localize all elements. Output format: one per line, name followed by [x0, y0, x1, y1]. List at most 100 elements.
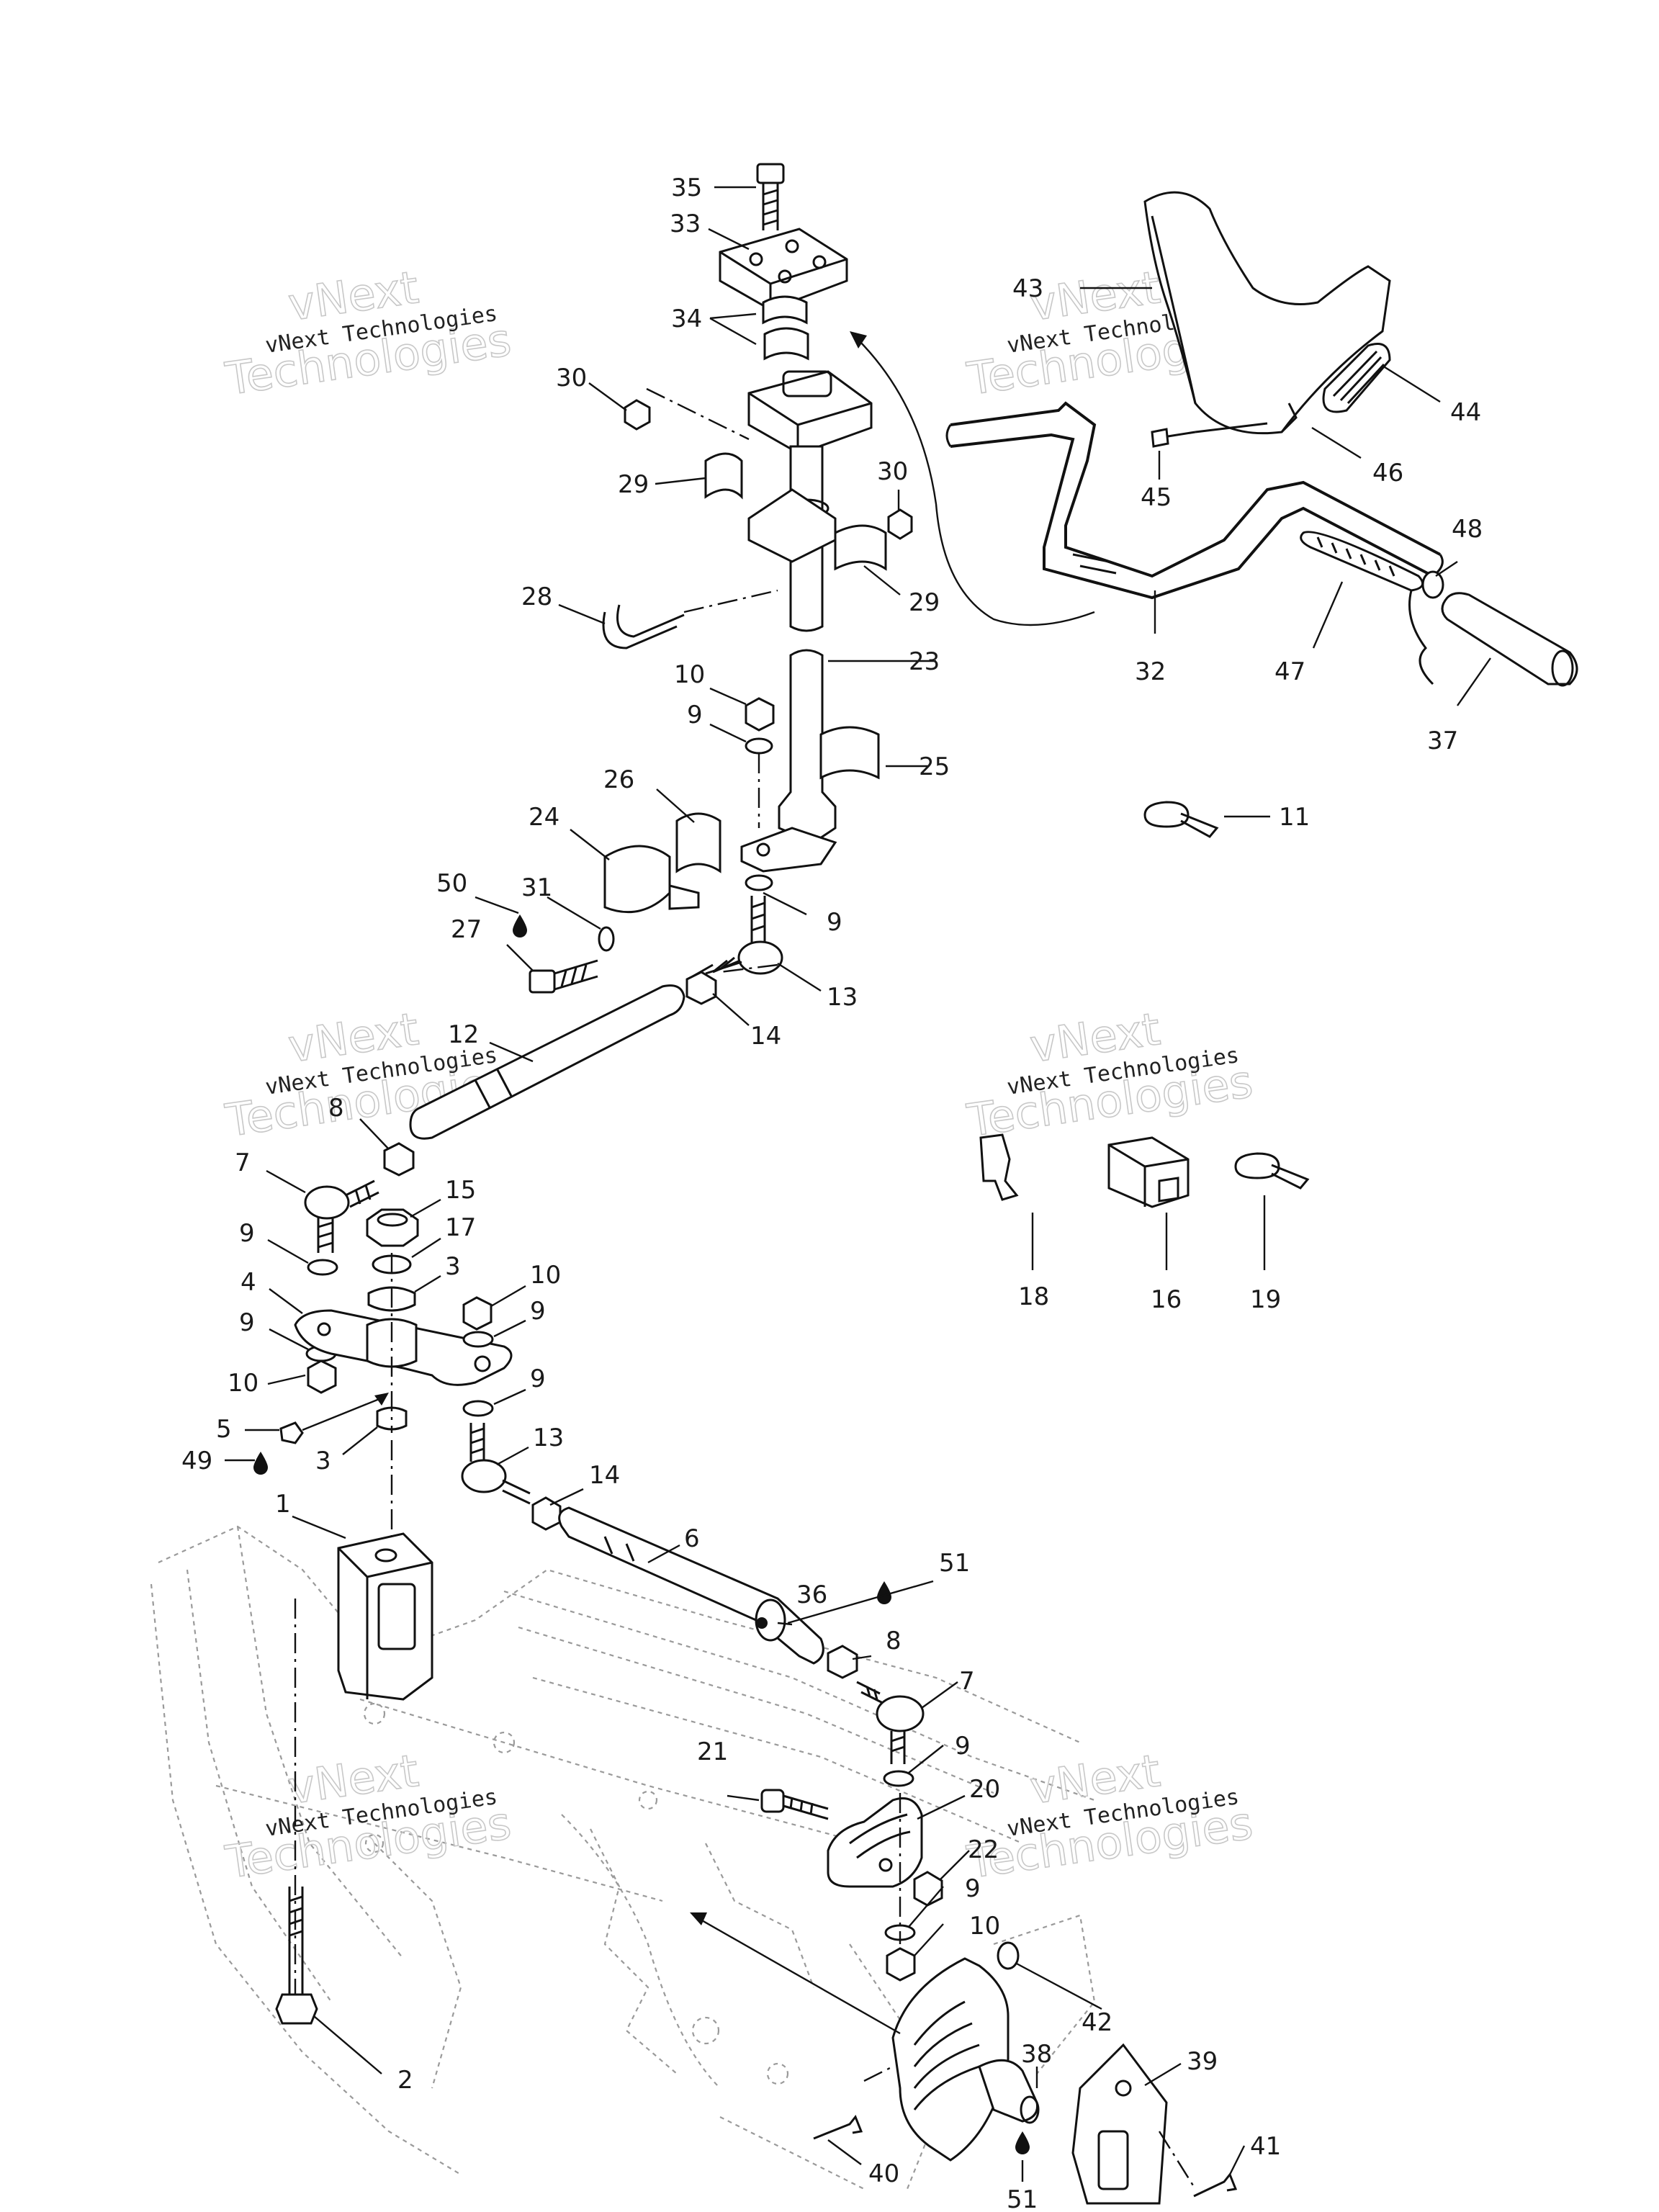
part-label-13: 13 — [533, 1424, 564, 1452]
steering-support-24 — [603, 845, 671, 914]
part-label-23: 23 — [909, 647, 940, 676]
part-label-39: 39 — [1187, 2047, 1218, 2076]
bolt-21-head — [760, 1789, 785, 1813]
part-label-20: 20 — [969, 1775, 1000, 1804]
part-label-50: 50 — [436, 869, 467, 898]
handlebar-32 — [950, 401, 1441, 578]
part-label-46: 46 — [1372, 459, 1403, 487]
connector-kit — [979, 1133, 1310, 1208]
bushing-34-lower — [763, 327, 809, 361]
nut-30-right — [887, 508, 913, 540]
cable-tie-19 — [1234, 1152, 1280, 1179]
part-label-8: 8 — [328, 1094, 344, 1123]
part-label-11: 11 — [1279, 803, 1310, 832]
jam-nut-14 — [685, 971, 717, 1005]
washer-31 — [598, 926, 615, 952]
steering-linkage-lower — [275, 1506, 1238, 2205]
bushing-26 — [675, 812, 721, 873]
part-label-34: 34 — [671, 305, 702, 333]
half-clamp-29-left — [704, 452, 743, 500]
washer-42 — [997, 1941, 1020, 1970]
part-label-24: 24 — [529, 803, 559, 832]
jam-nut-8 — [827, 1645, 858, 1679]
pivot-sleeve — [366, 1318, 418, 1368]
part-label-25: 25 — [919, 752, 950, 781]
part-label-7: 7 — [959, 1667, 975, 1696]
part-label-9: 9 — [530, 1297, 546, 1326]
jam-nut-8 — [383, 1142, 415, 1177]
washer-9 — [745, 874, 773, 891]
screw-45 — [1151, 428, 1169, 448]
tie-rod-6 — [558, 1506, 824, 1665]
part-label-33: 33 — [670, 210, 701, 238]
part-label-40: 40 — [868, 2159, 899, 2188]
lower-clamp — [747, 370, 873, 455]
steering-block-1 — [337, 1532, 433, 1701]
u-bolt-28 — [602, 604, 685, 649]
part-label-9: 9 — [827, 908, 842, 937]
lubricant-drop-50-icon — [513, 914, 527, 938]
boot-housing-38 — [891, 1957, 1010, 2162]
part-label-9: 9 — [239, 1219, 255, 1248]
part-label-51: 51 — [939, 1549, 970, 1578]
part-label-12: 12 — [448, 1020, 479, 1049]
lubricant-drop-51-icon — [1015, 2131, 1030, 2154]
lubricant-drop-51-icon — [877, 1581, 891, 1604]
nut-10 — [307, 1359, 337, 1394]
part-label-45: 45 — [1141, 483, 1172, 512]
part-label-10: 10 — [530, 1261, 561, 1290]
part-label-2: 2 — [397, 2066, 413, 2095]
part-label-14: 14 — [589, 1461, 620, 1490]
steering-column-assembly — [513, 163, 913, 994]
steering-arm-20 — [827, 1797, 923, 1888]
tie-rod-12 — [409, 984, 685, 1140]
watermark-group: vNext Technologies vNext Technologies vN… — [222, 260, 1256, 1889]
part-label-30: 30 — [877, 457, 908, 486]
rod-end-13 — [461, 1459, 507, 1493]
bolt-35-head — [756, 163, 785, 184]
part-label-47: 47 — [1274, 657, 1305, 686]
rod-end-7 — [876, 1695, 925, 1732]
part-label-44: 44 — [1450, 398, 1481, 427]
part-label-22: 22 — [968, 1835, 999, 1864]
part-label-41: 41 — [1250, 2132, 1281, 2161]
part-label-9: 9 — [530, 1364, 546, 1393]
washer-9 — [462, 1331, 494, 1348]
part-label-6: 6 — [684, 1524, 700, 1553]
ring-48 — [1421, 570, 1444, 599]
handlebar-assembly — [850, 191, 1578, 838]
part-label-9: 9 — [965, 1874, 981, 1903]
part-label-37: 37 — [1427, 727, 1458, 755]
heating-element-47 — [1300, 531, 1424, 592]
nut-22 — [913, 1871, 943, 1907]
part-label-14: 14 — [750, 1022, 781, 1051]
part-label-8: 8 — [886, 1627, 902, 1655]
cable-tie-11 — [1143, 801, 1190, 828]
rod-end-7 — [304, 1185, 350, 1220]
part-label-19: 19 — [1250, 1285, 1281, 1314]
part-label-9: 9 — [955, 1732, 971, 1761]
part-label-29: 29 — [909, 588, 940, 617]
grease-fitting-5 — [279, 1421, 304, 1444]
grip-cover-44 — [1322, 343, 1391, 413]
tie-rod-collar-36 — [755, 1599, 786, 1642]
tie-rod-end-13 — [737, 940, 783, 975]
part-label-28: 28 — [521, 583, 552, 611]
part-label-38: 38 — [1021, 2040, 1052, 2069]
part-label-15: 15 — [445, 1176, 476, 1205]
part-number-labels: 35 33 34 30 29 30 28 29 23 10 9 25 26 24… — [181, 174, 1483, 2212]
part-label-10: 10 — [969, 1912, 1000, 1941]
part-label-27: 27 — [451, 915, 482, 944]
part-label-42: 42 — [1082, 2008, 1112, 2037]
nut-10 — [462, 1296, 493, 1331]
part-label-10: 10 — [228, 1369, 258, 1398]
part-label-9: 9 — [687, 701, 703, 729]
washer-9 — [462, 1400, 494, 1417]
part-label-49: 49 — [181, 1447, 212, 1475]
part-label-3: 3 — [315, 1447, 331, 1475]
part-label-17: 17 — [445, 1213, 476, 1242]
steering-column-lower-23 — [778, 649, 837, 844]
part-label-10: 10 — [674, 660, 705, 689]
part-label-35: 35 — [671, 174, 702, 202]
